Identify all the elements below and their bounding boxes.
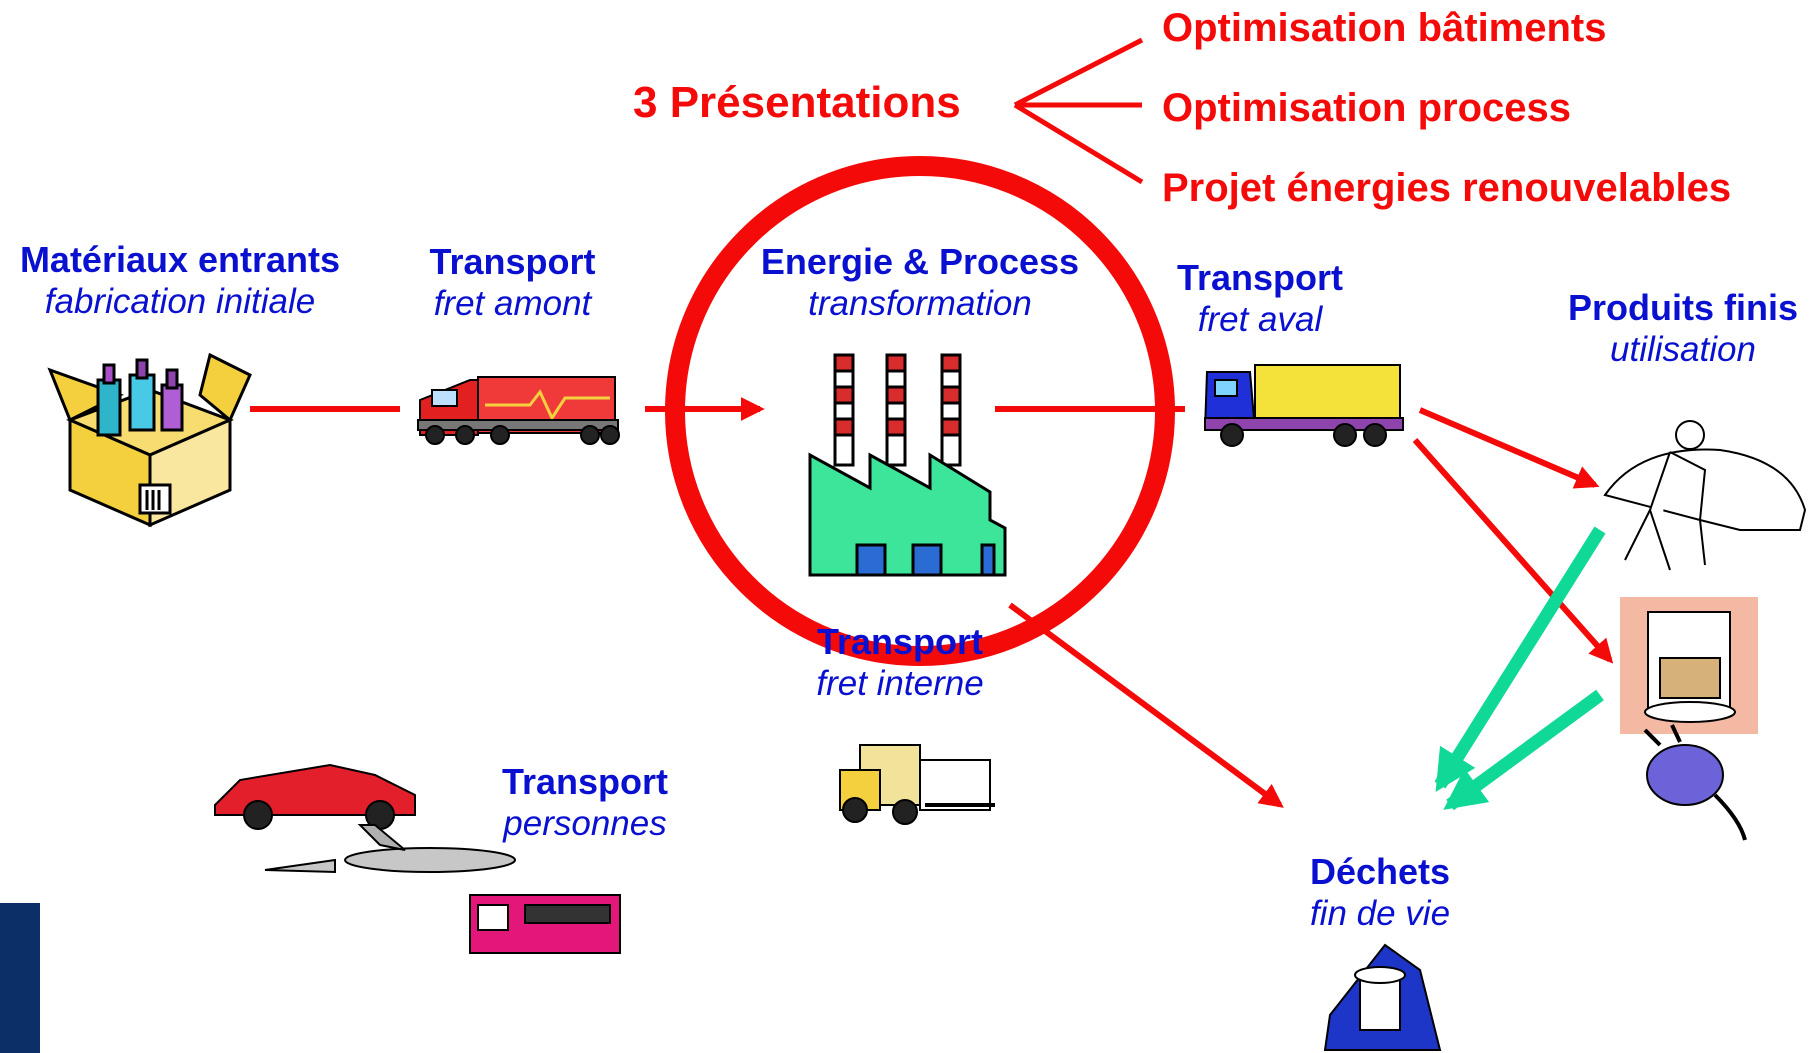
- presentations-title: 3 Présentations: [633, 78, 961, 127]
- factory-icon: [808, 353, 1007, 577]
- arrow-factory-to-waste: [1008, 602, 1284, 808]
- presentation-item-renewables: Projet énergies renouvelables: [1162, 166, 1732, 210]
- presentation-item-buildings: Optimisation bâtiments: [1162, 6, 1607, 50]
- node-energy-process-subtitle: transformation: [808, 284, 1032, 324]
- node-transport-upstream: Transport fret amont: [400, 240, 625, 325]
- box-of-materials-icon: [47, 352, 252, 528]
- node-finished-products-title: Produits finis: [1567, 287, 1798, 328]
- node-people-transport-title: Transport: [501, 761, 669, 802]
- node-internal-transport: Transport fret interne: [790, 620, 1010, 705]
- node-transport-downstream-title: Transport: [1176, 257, 1344, 298]
- node-waste-title: Déchets: [1309, 851, 1451, 892]
- node-energy-process-title: Energie & Process: [760, 241, 1080, 282]
- node-people-transport-subtitle: personnes: [503, 804, 667, 844]
- arrow-products-to-waste-1: [1434, 526, 1606, 793]
- node-waste: Déchets fin de vie: [1280, 850, 1480, 935]
- car-plane-bus-icon: [214, 763, 621, 954]
- presentation-item-process: Optimisation process: [1162, 86, 1571, 130]
- node-internal-transport-subtitle: fret interne: [816, 664, 984, 704]
- node-transport-upstream-subtitle: fret amont: [433, 284, 592, 324]
- arrow-truck-to-products-2: [1412, 438, 1614, 664]
- presentations-fan: [1013, 37, 1144, 185]
- node-waste-subtitle: fin de vie: [1309, 894, 1451, 934]
- node-transport-downstream-subtitle: fret aval: [1197, 300, 1323, 340]
- node-energy-process: Energie & Process transformation: [740, 240, 1100, 325]
- waste-arrows: [1434, 526, 1606, 811]
- coffee-maker-icon: [1620, 597, 1758, 734]
- highlight-circle: [665, 156, 1175, 666]
- delivery-truck-icon: [1203, 364, 1404, 447]
- node-finished-products-subtitle: utilisation: [1610, 330, 1756, 370]
- node-materials: Matériaux entrants fabrication initiale: [0, 238, 360, 323]
- node-internal-transport-title: Transport: [816, 621, 984, 662]
- node-people-transport: Transport personnes: [480, 760, 690, 845]
- node-materials-subtitle: fabrication initiale: [44, 282, 316, 322]
- plug-icon: [1643, 724, 1747, 841]
- arrow-products-to-waste-2: [1443, 689, 1604, 811]
- slide-corner-block: [0, 903, 40, 1053]
- node-transport-upstream-title: Transport: [429, 241, 596, 282]
- person-washing-car-icon: [1603, 420, 1807, 571]
- flow-arrows: [250, 397, 1614, 808]
- node-materials-title: Matériaux entrants: [19, 239, 341, 280]
- arrow-truck-to-products-1: [1418, 407, 1600, 489]
- node-finished-products: Produits finis utilisation: [1550, 286, 1816, 371]
- semi-truck-icon: [417, 376, 620, 445]
- recycle-bin-icon: [1323, 943, 1442, 1051]
- forklift-icon: [839, 744, 995, 825]
- node-transport-downstream: Transport fret aval: [1160, 256, 1360, 341]
